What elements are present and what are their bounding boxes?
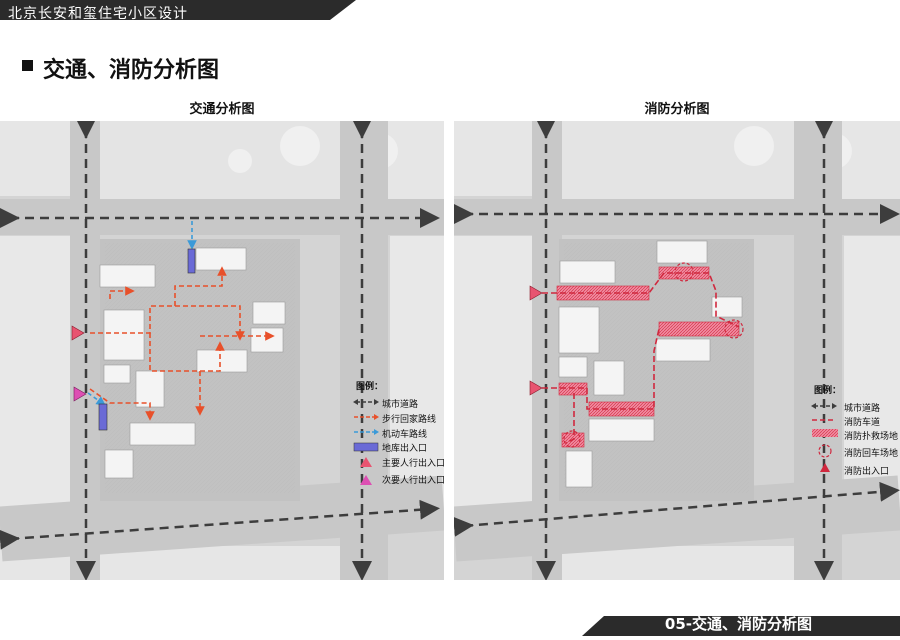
magenta-triangle-icon: [360, 475, 372, 485]
fire-map-drawing: [454, 121, 900, 580]
fire-panel-title: 消防分析图: [644, 102, 710, 117]
legend-city-road: 城市道路: [382, 400, 419, 410]
traffic-map: 图例： 城市道路 步行回家路线 机动车路线 地库出入口 主要人行出入口 次要人行…: [0, 121, 444, 580]
traffic-legend-title: 图例：: [356, 382, 384, 392]
legend-walk-route: 步行回家路线: [382, 415, 437, 425]
project-title: 北京长安和玺住宅小区设计: [8, 6, 188, 22]
double-arrow-dashed-icon: [811, 403, 837, 409]
traffic-panel-title: 交通分析图: [189, 102, 255, 117]
dashed-circle-icon: [818, 444, 832, 458]
legend-fire-lane: 消防车道: [844, 418, 881, 428]
legend-vehicle-route: 机动车路线: [382, 430, 428, 440]
legend-garage-entry: 地库出入口: [382, 444, 428, 454]
section-title: 交通、消防分析图: [43, 58, 220, 83]
purple-bar-icon: [353, 442, 379, 452]
traffic-legend-swatches: [353, 399, 379, 485]
double-arrow-dashed-icon: [353, 399, 379, 405]
legend-main-entry: 主要人行出入口: [382, 459, 444, 469]
bottom-banner-shape: [582, 616, 900, 636]
top-banner-shape: [0, 0, 356, 20]
section-marker: [22, 60, 33, 71]
fire-legend-title: 图例：: [814, 386, 842, 396]
fire-legend-swatches: [811, 403, 838, 472]
legend-rescue-site: 消防扑救场地: [844, 432, 899, 442]
red-triangle-icon: [820, 463, 830, 472]
legend-fire-entry: 消防出入口: [844, 467, 890, 477]
blue-dashed-arrow-icon: [354, 429, 379, 435]
orange-dashed-arrow-icon: [354, 414, 379, 420]
pink-hatched-bar-icon: [812, 429, 838, 437]
red-triangle-icon: [360, 457, 372, 467]
fire-map: 图例： 城市道路 消防车道 消防扑救场地 消防回车场地 消防出入口: [454, 121, 900, 580]
traffic-map-drawing: [0, 121, 444, 580]
legend-secondary-entry: 次要人行出入口: [382, 476, 444, 486]
bottom-banner: 05-交通、消防分析图: [0, 610, 900, 636]
page-footer-title: 05-交通、消防分析图: [664, 615, 812, 633]
legend-city-road: 城市道路: [844, 404, 881, 414]
legend-turnaround: 消防回车场地: [844, 449, 899, 459]
top-banner: 北京长安和玺住宅小区设计: [0, 0, 900, 24]
